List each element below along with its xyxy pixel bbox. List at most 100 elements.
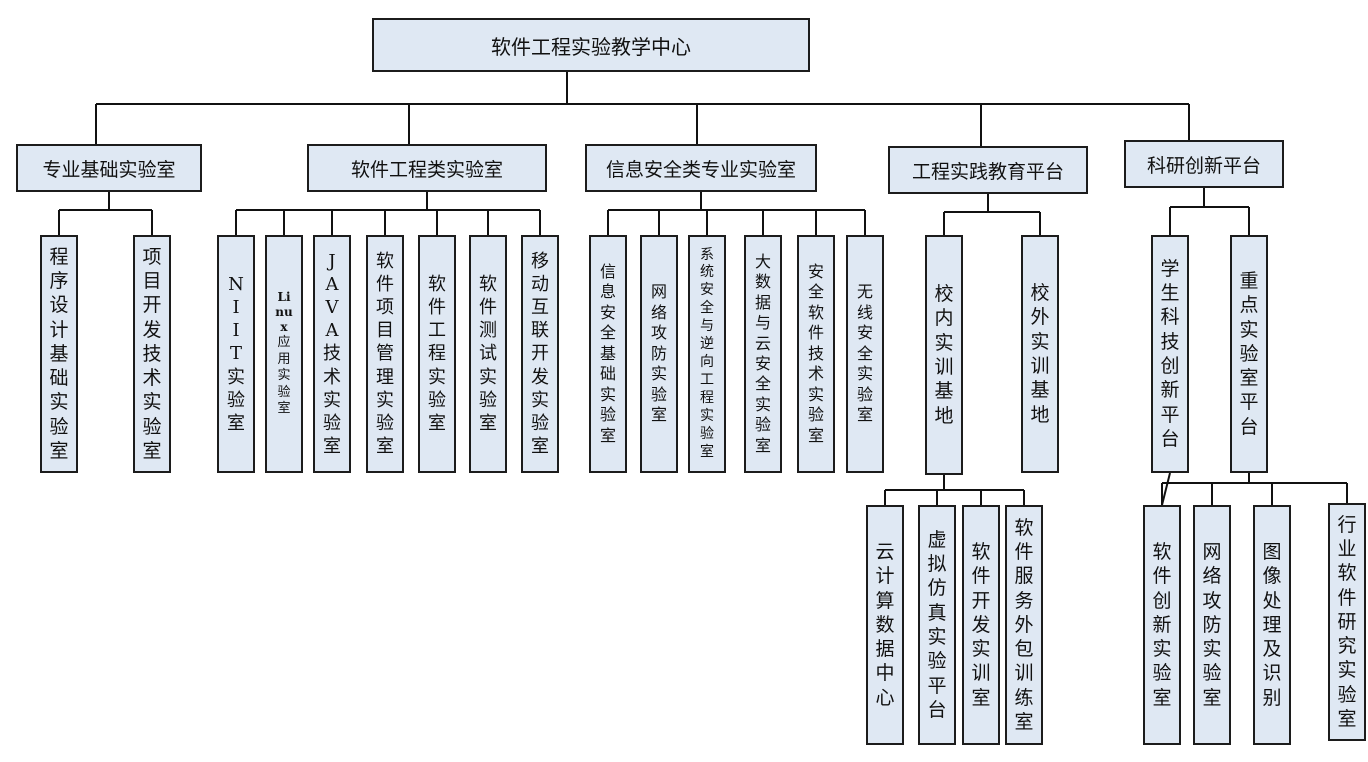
root-node: 软件工程实验教学中心	[372, 18, 810, 72]
leaf-node: 大数据与云安全实验室	[744, 235, 782, 473]
label-char: 件	[376, 274, 394, 296]
label-char: 云	[875, 540, 895, 563]
label-char: 平	[1239, 391, 1259, 414]
label-char: 数	[875, 613, 895, 636]
label-char: 内	[934, 307, 954, 330]
label-char: 实	[376, 389, 394, 411]
label-char: 实	[428, 366, 446, 388]
label-char: 新	[1160, 379, 1180, 402]
label-char: 验	[599, 405, 616, 425]
label-char: 软	[1014, 516, 1034, 539]
label-char: 实	[700, 407, 714, 424]
leaf-node: 信息安全基础实验室	[589, 235, 627, 473]
label-char: 序	[49, 269, 69, 292]
label-char: 校	[934, 283, 954, 306]
label-char: 网	[1202, 540, 1222, 563]
label-char: 包	[1014, 638, 1034, 661]
label-char: 验	[1152, 662, 1172, 685]
leaf-node: 网络攻防实验室	[640, 235, 678, 473]
leaf-node: 校外实训基地	[1021, 235, 1059, 473]
label-char: 全	[599, 323, 616, 343]
leaf-node: 校内实训基地	[925, 235, 963, 475]
label-char: 软	[376, 251, 394, 273]
sub-leaf-node: 行业软件研究实验室	[1328, 503, 1366, 741]
label-char: 全	[700, 300, 714, 317]
label-char: 移	[531, 251, 549, 273]
label-char: 础	[49, 367, 69, 390]
label-char: 件	[807, 323, 824, 343]
label-char: 学	[1160, 257, 1180, 280]
label-char: 络	[650, 302, 667, 322]
label-char: 实	[227, 366, 245, 388]
label-char: 程	[700, 389, 714, 406]
label-char: 计	[875, 565, 895, 588]
label-char: 术	[807, 364, 824, 384]
label-char: 室	[599, 425, 616, 445]
label-char: V	[325, 297, 339, 319]
label-char: 软	[428, 274, 446, 296]
label-char: I	[232, 297, 240, 319]
label-char: 向	[700, 354, 714, 370]
label-char: 验	[807, 405, 824, 425]
label-char: 攻	[1202, 589, 1222, 612]
sub-leaf-node: 云计算数据中心	[866, 505, 904, 745]
label-char: 理	[376, 366, 394, 388]
label-char: 件	[1337, 586, 1357, 609]
label-char: 室	[1152, 686, 1172, 709]
label-char: 理	[1262, 613, 1282, 636]
label-char: 计	[49, 318, 69, 341]
label-char: 全	[807, 282, 824, 302]
leaf-node: 重点实验室平台	[1230, 235, 1268, 473]
sub-leaf-node: 软件开发实训室	[962, 505, 1000, 745]
label-char: 验	[754, 415, 771, 435]
label-char: 术	[142, 367, 162, 390]
label-char: 件	[1152, 565, 1172, 588]
leaf-node: 软件测试实验室	[469, 235, 507, 473]
label-char: 室	[227, 412, 245, 434]
leaf-node: 安全软件技术实验室	[797, 235, 835, 473]
label-char: 实	[754, 394, 771, 414]
label-char: 究	[1337, 635, 1357, 658]
label-char: 心	[875, 686, 895, 709]
label-char: N	[228, 274, 244, 296]
label-char: 室	[479, 412, 497, 434]
label-char: 云	[754, 333, 771, 353]
label-char: 室	[1202, 686, 1222, 709]
label-char: A	[325, 274, 339, 296]
label-char: 处	[1262, 589, 1282, 612]
label-char: 据	[875, 638, 895, 661]
label-char: 开	[531, 343, 549, 365]
label-char: 室	[971, 686, 991, 709]
label-char: 室	[1014, 711, 1034, 734]
label-char: 验	[856, 384, 873, 404]
label-char: 室	[754, 435, 771, 455]
label-char: 试	[479, 343, 497, 365]
label-char: 实	[927, 626, 947, 648]
label-char: 与	[700, 318, 714, 335]
label-char: 线	[856, 302, 873, 322]
leaf-node: 软件工程实验室	[418, 235, 456, 473]
label-char: 实	[599, 384, 616, 404]
label-char: 防	[1202, 613, 1222, 636]
label-char: 真	[927, 601, 947, 624]
label-char: 全	[856, 343, 873, 363]
label-char: 无	[856, 282, 873, 302]
label-char: 验	[49, 415, 69, 438]
label-char: 验	[1202, 662, 1222, 685]
label-char: 验	[277, 384, 291, 400]
label-char: 项	[376, 297, 394, 319]
label-char: 室	[1337, 708, 1357, 731]
branch-node: 软件工程类实验室	[307, 144, 547, 192]
label-char: 验	[700, 425, 714, 442]
label-char: 软	[479, 274, 497, 296]
label-char: 安	[807, 261, 824, 281]
label-char: 地	[1030, 403, 1050, 426]
label-char: Li	[277, 289, 291, 304]
label-char: J	[328, 251, 336, 273]
label-char: 平	[927, 674, 947, 697]
label-char: 新	[1152, 613, 1172, 636]
label-char: 实	[971, 638, 991, 661]
label-char: 基	[599, 343, 616, 363]
